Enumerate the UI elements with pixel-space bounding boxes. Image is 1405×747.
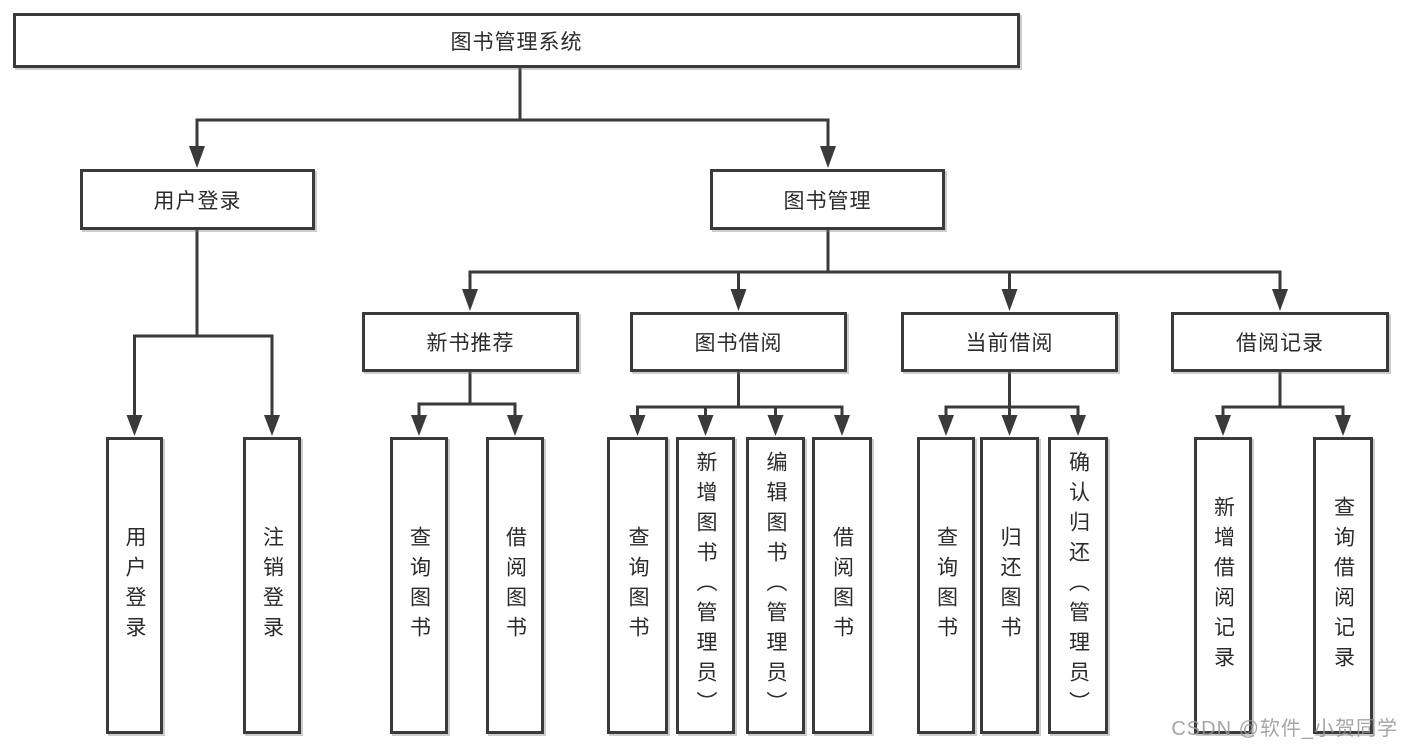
leaf-label: 新增借阅记录 <box>1211 495 1235 676</box>
leaf-label: 查询借阅记录 <box>1331 495 1355 676</box>
arrow-icon <box>697 415 714 436</box>
arrow-icon <box>1001 289 1018 311</box>
node-label: 图书管理 <box>783 189 872 213</box>
leaf-current-return-book: 归还图书 <box>980 437 1039 734</box>
arrow-icon <box>1070 415 1086 436</box>
node-label: 借阅记录 <box>1236 332 1324 355</box>
connector-borrow-to-leaves <box>636 372 844 417</box>
leaf-label: 查询图书 <box>626 525 649 646</box>
node-borrow-records: 借阅记录 <box>1171 312 1389 372</box>
leaf-label: 借阅图书 <box>503 525 527 646</box>
connector-records-to-leaves <box>1221 372 1345 417</box>
leaf-records-query-record: 查询借阅记录 <box>1313 437 1373 734</box>
node-user-login: 用户登录 <box>80 169 315 230</box>
arrow-icon <box>411 415 427 436</box>
arrow-icon <box>629 415 646 436</box>
arrow-icon <box>730 289 747 311</box>
leaf-label: 借阅图书 <box>830 525 854 646</box>
csdn-watermark: CSDN @软件_小贺同学 <box>1171 718 1398 740</box>
leaf-current-query-book: 查询图书 <box>917 437 975 734</box>
arrow-icon <box>462 289 478 311</box>
leaf-user-login: 用户登录 <box>106 437 163 734</box>
leaf-borrow-borrow-book: 借阅图书 <box>812 437 872 734</box>
arrow-icon <box>189 146 205 168</box>
node-new-book-recommend: 新书推荐 <box>362 312 579 372</box>
leaf-label: 新增图书（管理员） <box>694 450 717 721</box>
leaf-label: 归还图书 <box>998 525 1021 646</box>
connector-recommend-to-leaves <box>417 372 517 417</box>
arrow-icon <box>126 415 143 436</box>
node-current-borrow: 当前借阅 <box>901 312 1118 372</box>
node-label: 当前借阅 <box>965 332 1054 355</box>
arrow-icon <box>1335 415 1351 436</box>
node-label: 用户登录 <box>153 189 242 213</box>
node-label: 图书管理系统 <box>450 30 583 54</box>
arrow-icon <box>938 415 954 436</box>
connector-mgmt-to-level3 <box>468 230 1282 293</box>
leaf-borrow-query-book: 查询图书 <box>607 437 668 734</box>
leaf-borrow-add-book-admin: 新增图书（管理员） <box>676 437 735 734</box>
node-root-system: 图书管理系统 <box>13 13 1020 68</box>
arrow-icon <box>820 146 836 168</box>
arrow-icon <box>834 415 850 436</box>
leaf-recommend-borrow-book: 借阅图书 <box>486 437 544 734</box>
arrow-icon <box>507 415 523 436</box>
leaf-label: 用户登录 <box>123 525 146 646</box>
connector-current-to-leaves <box>944 372 1080 417</box>
leaf-borrow-edit-book-admin: 编辑图书（管理员） <box>746 437 805 734</box>
arrow-icon <box>1272 289 1288 311</box>
arrow-icon <box>264 415 280 436</box>
leaf-label: 查询图书 <box>934 525 958 646</box>
arrow-icon <box>1215 415 1231 436</box>
connector-root-to-level2 <box>195 68 830 148</box>
connector-user-to-leaves <box>133 230 274 417</box>
leaf-logout: 注销登录 <box>243 437 301 734</box>
arrow-icon <box>1001 415 1018 436</box>
node-book-management: 图书管理 <box>710 169 945 230</box>
leaf-label: 确认归还（管理员） <box>1066 450 1090 721</box>
arrow-icon <box>767 415 784 436</box>
leaf-label: 查询图书 <box>407 525 431 646</box>
node-label: 图书借阅 <box>694 332 783 355</box>
node-book-borrow: 图书借阅 <box>630 312 847 372</box>
leaf-current-confirm-return-admin: 确认归还（管理员） <box>1048 437 1108 734</box>
leaf-recommend-query-book: 查询图书 <box>390 437 448 734</box>
node-label: 新书推荐 <box>426 332 515 355</box>
leaf-records-add-record: 新增借阅记录 <box>1194 437 1252 734</box>
leaf-label: 编辑图书（管理员） <box>764 450 787 721</box>
leaf-label: 注销登录 <box>260 525 284 646</box>
